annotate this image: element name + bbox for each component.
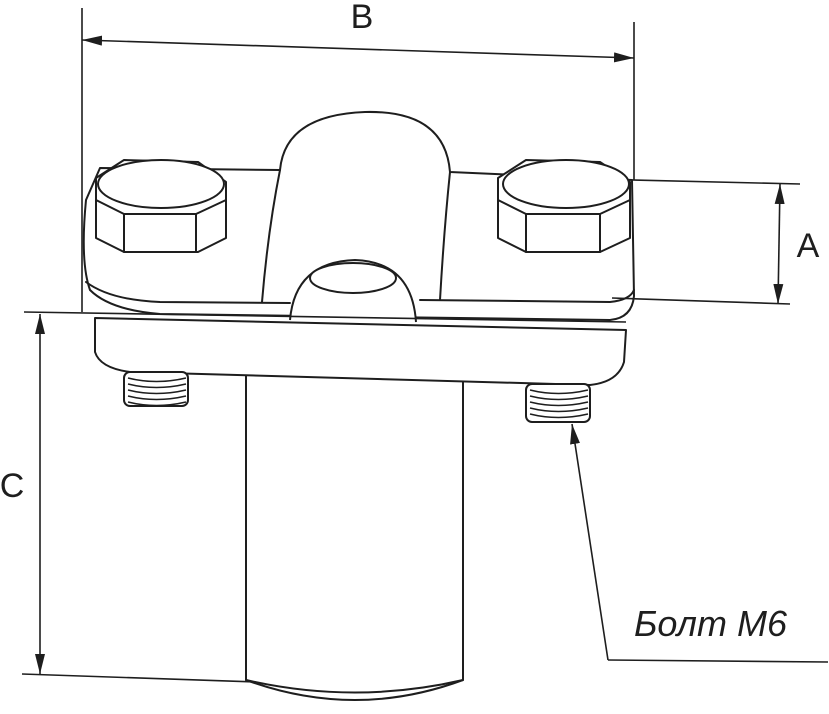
upper-saddle (82, 110, 635, 323)
bolt-callout: Болт М6 (570, 423, 829, 663)
right-bolt-thread (525, 383, 591, 423)
dimension-c: C (0, 311, 627, 683)
lower-plate (94, 317, 627, 386)
right-hex-nut (497, 159, 631, 253)
dimension-b: B (81, 0, 635, 312)
left-hex-nut (95, 159, 227, 253)
bolt-callout-label: Болт М6 (634, 603, 788, 644)
dimension-b-label: B (351, 0, 374, 36)
dimension-c-label: C (0, 467, 24, 505)
dimension-a-label: A (797, 227, 820, 265)
tube (245, 371, 464, 701)
left-bolt-thread (123, 371, 189, 407)
dimension-a: A (611, 179, 820, 305)
